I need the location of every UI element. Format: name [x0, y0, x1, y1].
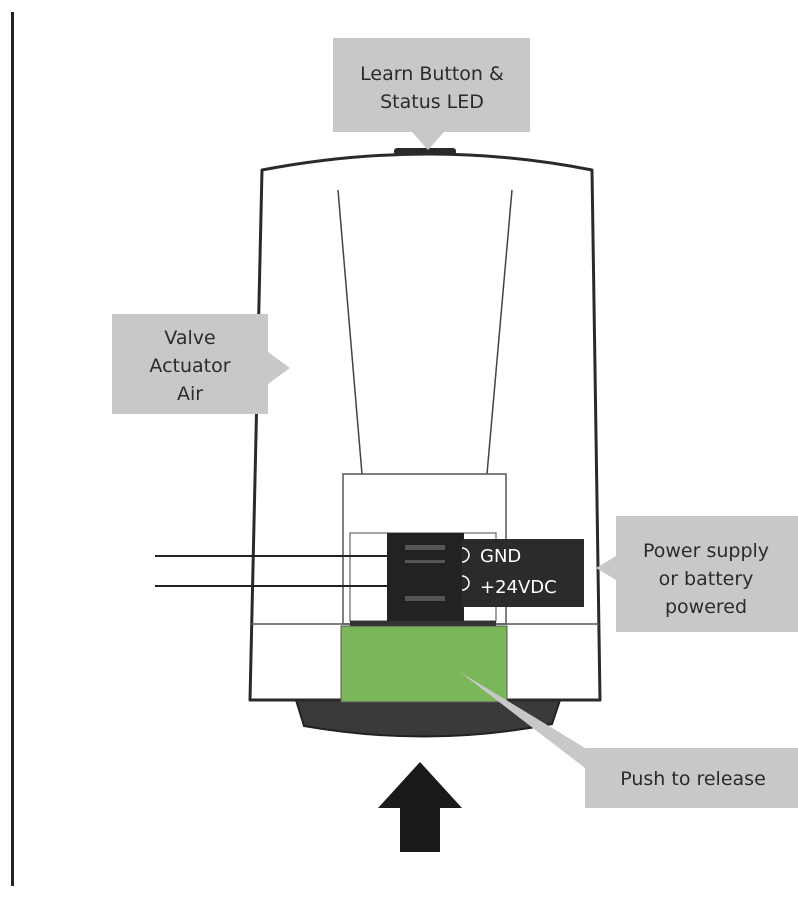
push-arrow-icon [378, 762, 462, 852]
callout-learn-button-line2: Status LED [380, 91, 484, 113]
terminal-connector-gnd [461, 547, 470, 563]
callout-push-release: Push to release [460, 672, 798, 808]
terminal-gnd-label: GND [480, 546, 521, 567]
callout-learn-button: Learn Button & Status LED [333, 38, 530, 150]
callout-push-release-text: Push to release [620, 768, 766, 790]
callout-learn-button-line1: Learn Button & [360, 63, 504, 85]
terminal-slot-1 [405, 545, 445, 550]
release-button [340, 625, 508, 703]
terminal-24vdc-label: +24VDC [480, 577, 557, 598]
release-button-top-edge [350, 621, 496, 626]
callout-power-line3: powered [665, 596, 747, 618]
callout-valve-line2: Actuator [149, 355, 230, 377]
inner-line-left [337, 189, 363, 475]
callout-power-line2: or battery [659, 568, 754, 590]
callout-power-line1: Power supply [643, 540, 769, 562]
inner-line-right [486, 189, 513, 475]
terminal-label-box [462, 539, 584, 607]
terminal-slot-3 [405, 596, 445, 601]
callout-valve-line3: Air [177, 383, 203, 405]
page-margin-rule [11, 12, 14, 886]
learn-button [394, 148, 456, 155]
callout-power-supply: Power supply or battery powered [596, 516, 798, 632]
terminal-slot-2 [405, 560, 445, 563]
callout-valve-actuator: Valve Actuator Air [112, 314, 290, 414]
callout-valve-line1: Valve [164, 327, 215, 349]
terminal-connector-24vdc [461, 575, 470, 591]
